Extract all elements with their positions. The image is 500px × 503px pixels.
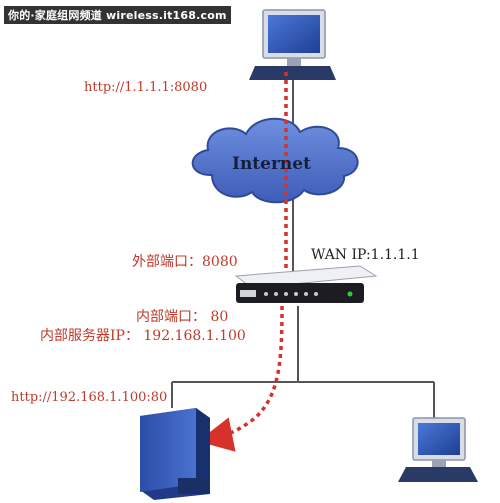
internal-server-ip-label: 内部服务器IP： 192.168.1.100 — [40, 328, 246, 344]
internal-port-label: 内部端口： 80 — [136, 309, 229, 325]
bottom-url-label: http://192.168.1.100:80 — [11, 390, 168, 405]
watermark-banner: 你的·家庭组网频道 wireless.it168.com — [4, 6, 231, 24]
router-icon — [234, 265, 378, 303]
internet-cloud-label: Internet — [232, 154, 311, 174]
external-port-label: 外部端口：8080 — [132, 254, 238, 270]
wan-ip-label: WAN IP:1.1.1.1 — [311, 247, 420, 263]
internet-cloud-icon — [191, 117, 359, 204]
top-url-label: http://1.1.1.1:8080 — [84, 80, 208, 95]
lan-client-computer-icon — [398, 417, 478, 482]
top-client-computer-icon — [249, 9, 336, 80]
server-icon — [140, 408, 210, 500]
